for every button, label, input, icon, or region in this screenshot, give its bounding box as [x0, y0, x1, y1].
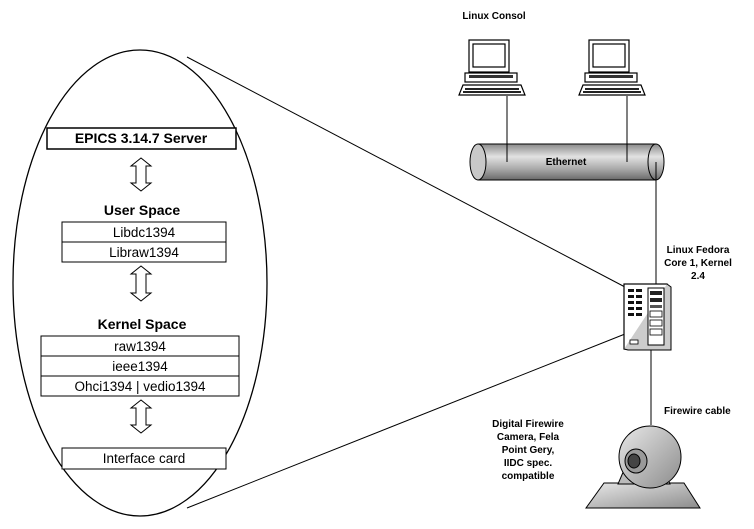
firewire-cable-label: Firewire cable	[664, 406, 731, 417]
camera-label-line: IIDC spec.	[504, 458, 553, 469]
camera-label-line: Digital Firewire	[492, 419, 564, 430]
user-space-title: User Space	[104, 202, 180, 218]
linux-console-label: Linux Consol	[462, 11, 526, 22]
camera-label-line: compatible	[502, 471, 555, 482]
server-label-line: Core 1, Kernel	[664, 258, 732, 269]
computer-icon	[579, 40, 645, 95]
epics-server-box: EPICS 3.14.7 Server	[47, 128, 236, 149]
kernel-space-box: raw1394 ieee1394 Ohci1394 | vedio1394	[41, 336, 239, 396]
server-label: Linux Fedora Core 1, Kernel 2.4	[664, 245, 732, 282]
kernel-space-item: ieee1394	[112, 359, 168, 374]
camera-label-line: Camera, Fela	[497, 432, 560, 443]
camera-label: Digital Firewire Camera, Fela Point Gery…	[492, 419, 564, 482]
computer-icon	[459, 40, 525, 95]
user-space-item: Libraw1394	[109, 245, 179, 260]
camera-label-line: Point Gery,	[502, 445, 555, 456]
kernel-space-item: raw1394	[114, 339, 166, 354]
kernel-space-title: Kernel Space	[98, 316, 187, 332]
ethernet-pipe: Ethernet	[470, 144, 664, 180]
epics-server-text: EPICS 3.14.7 Server	[75, 130, 208, 146]
server-label-line: Linux Fedora	[667, 245, 730, 256]
user-space-item: Libdc1394	[113, 225, 176, 240]
ethernet-label: Ethernet	[546, 157, 587, 168]
interface-card-text: Interface card	[103, 451, 186, 466]
server-tower-icon	[624, 284, 671, 350]
interface-card-box: Interface card	[62, 448, 226, 469]
user-space-box: Libdc1394 Libraw1394	[62, 222, 226, 262]
camera-icon	[586, 426, 700, 508]
kernel-space-item: Ohci1394 | vedio1394	[74, 379, 206, 394]
server-label-line: 2.4	[691, 271, 705, 282]
